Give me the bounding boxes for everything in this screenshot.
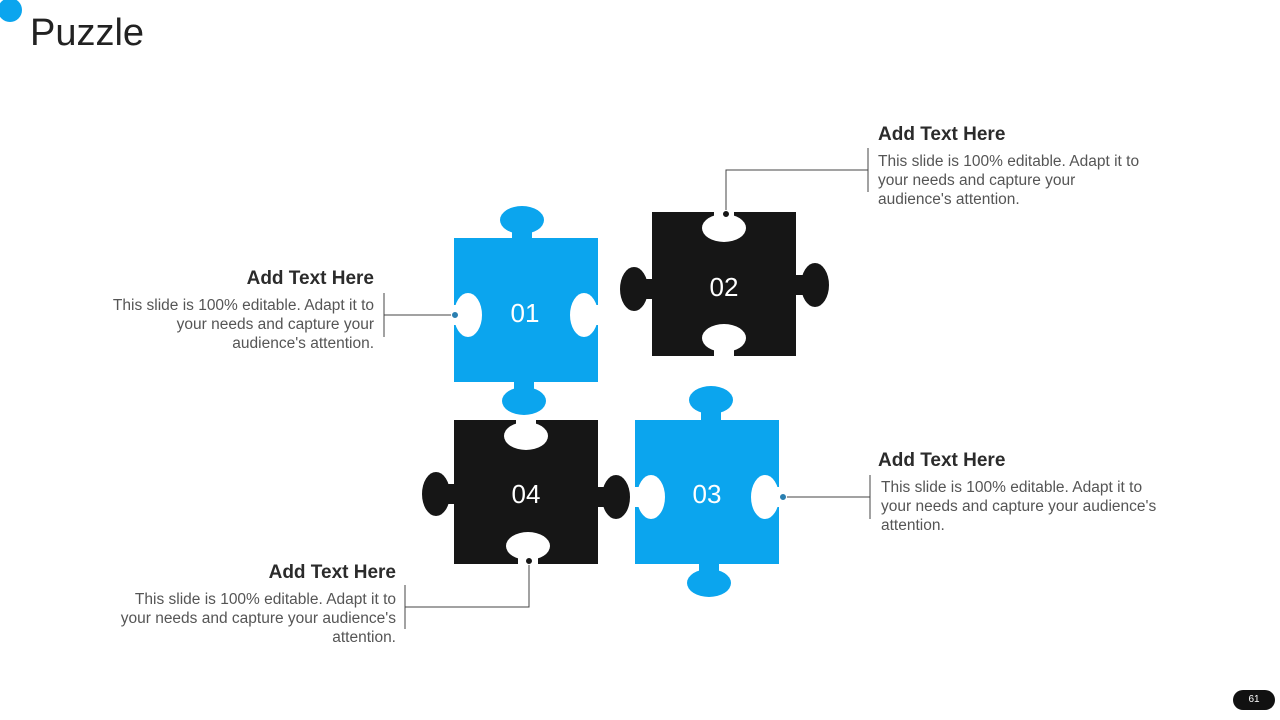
callout-body: This slide is 100% editable. Adapt it to… (112, 297, 374, 352)
connector-dot-03 (779, 493, 787, 501)
callout-heading: Add Text Here (878, 450, 1006, 471)
piece-number-04: 04 (512, 479, 541, 509)
piece-number-03: 03 (693, 479, 722, 509)
slide-title: Puzzle (30, 12, 145, 54)
puzzle-piece-03: 03 (635, 386, 779, 597)
connector-02 (725, 169, 868, 214)
callout-03: Add Text Here This slide is 100% editabl… (878, 450, 1158, 535)
callout-heading: Add Text Here (878, 124, 1006, 145)
puzzle-piece-04: 04 (422, 420, 630, 564)
callout-01: Add Text Here This slide is 100% editabl… (104, 268, 374, 353)
callout-04: Add Text Here This slide is 100% editabl… (116, 562, 396, 647)
puzzle-piece-02: 02 (620, 212, 829, 356)
callout-02: Add Text Here This slide is 100% editabl… (878, 124, 1148, 209)
connector-lines (383, 148, 871, 629)
callout-heading: Add Text Here (268, 562, 396, 583)
callout-body: This slide is 100% editable. Adapt it to… (878, 153, 1140, 208)
callout-heading: Add Text Here (246, 268, 374, 289)
connector-dot-04 (525, 557, 533, 565)
callout-body: This slide is 100% editable. Adapt it to… (881, 479, 1157, 534)
page-number-badge: 61 (1233, 690, 1275, 710)
piece-number-02: 02 (710, 272, 739, 302)
callout-body: This slide is 100% editable. Adapt it to… (120, 591, 396, 646)
connector-dot-02 (722, 210, 730, 218)
connector-04 (405, 562, 530, 608)
corner-accent-dot (0, 0, 22, 22)
piece-number-01: 01 (511, 298, 540, 328)
puzzle-piece-01: 01 (454, 206, 598, 415)
connector-dot-01 (451, 311, 459, 319)
